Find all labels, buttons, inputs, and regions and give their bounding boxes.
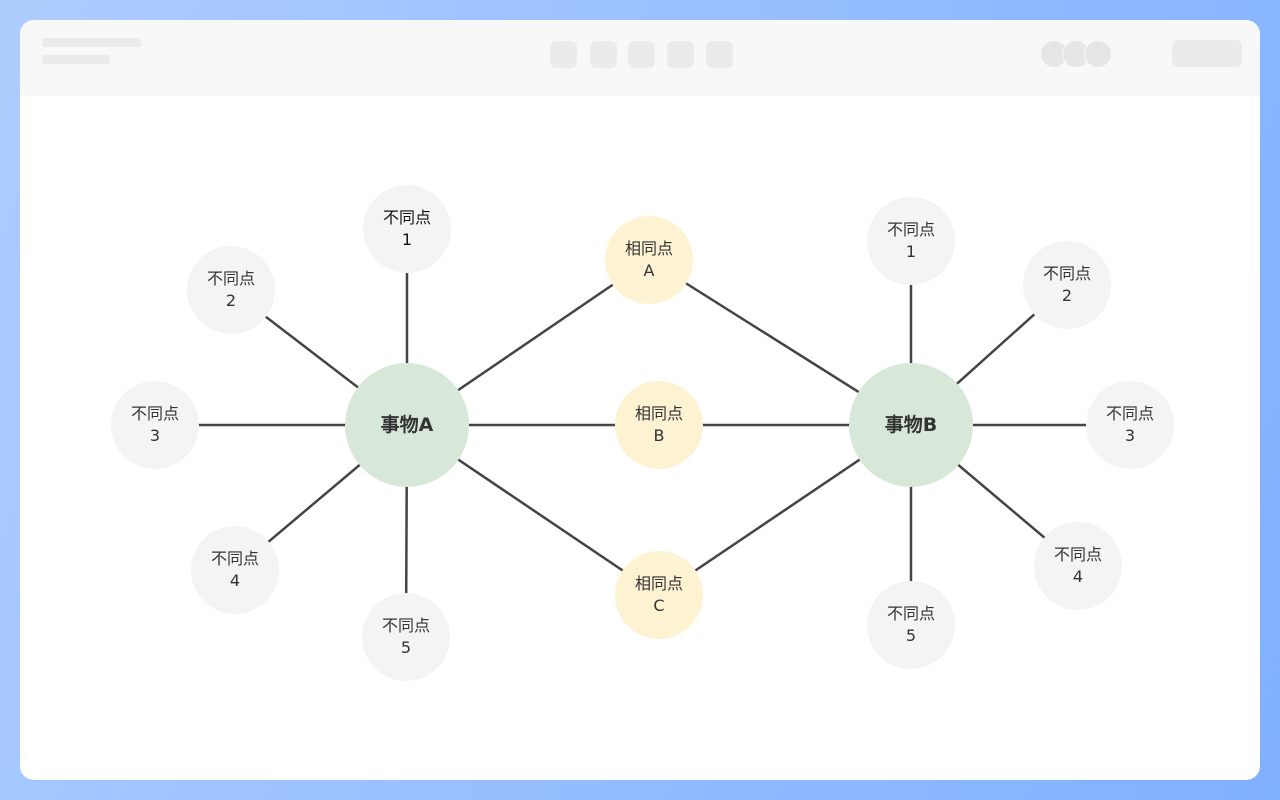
node-id: 2 [1061, 286, 1073, 305]
difference-a-node[interactable]: 不同点 3 [111, 381, 199, 469]
node-label: 不同点 [886, 604, 935, 623]
difference-a-node[interactable]: 不同点 1 [363, 185, 451, 273]
node-id: 4 [1072, 567, 1084, 586]
toolbar-button[interactable] [550, 41, 577, 68]
node-label: 不同点 [130, 404, 179, 423]
node-id: 3 [1124, 426, 1136, 445]
similarity-node[interactable]: 相同点 A [605, 216, 693, 304]
toolbar-button[interactable] [628, 41, 655, 68]
toolbar [20, 20, 1260, 96]
toolbar-button[interactable] [667, 41, 694, 68]
node-id: B [653, 426, 665, 445]
difference-a-node[interactable]: 不同点 5 [362, 593, 450, 681]
node-label: 不同点 [1053, 545, 1102, 564]
node-label: 不同点 [381, 616, 430, 635]
node-id: 2 [225, 291, 237, 310]
node-id: 3 [149, 426, 161, 445]
node-label: 事物B [884, 414, 938, 436]
difference-b-node[interactable]: 不同点 1 [867, 197, 955, 285]
node-label: 不同点 [206, 269, 255, 288]
similarity-node[interactable]: 相同点 B [615, 381, 703, 469]
node-label: 相同点 [634, 574, 683, 593]
difference-a-node[interactable]: 不同点 4 [191, 526, 279, 614]
node-id: C [653, 596, 665, 615]
title-placeholder [42, 38, 141, 47]
node-id: 1 [905, 242, 917, 261]
node-label: 不同点 [1105, 404, 1154, 423]
app-window [20, 20, 1260, 780]
share-button[interactable] [1172, 40, 1242, 67]
node-label: 不同点 [1042, 264, 1091, 283]
difference-b-node[interactable]: 不同点 3 [1086, 381, 1174, 469]
node-label: 相同点 [634, 404, 683, 423]
node-label: 事物A [380, 414, 434, 436]
node-id: 5 [905, 626, 917, 645]
avatar[interactable] [1084, 40, 1112, 68]
similarity-node[interactable]: 相同点 C [615, 551, 703, 639]
difference-b-node[interactable]: 不同点 5 [867, 581, 955, 669]
node-id: 4 [229, 571, 241, 590]
difference-a-node[interactable]: 不同点 2 [187, 246, 275, 334]
node-label: 不同点 [210, 549, 259, 568]
node-label: 相同点 [624, 239, 673, 258]
subject-a-node[interactable]: 事物A [345, 363, 469, 487]
node-id: 5 [400, 638, 412, 657]
node-id: A [643, 261, 655, 280]
toolbar-button[interactable] [706, 41, 733, 68]
difference-b-node[interactable]: 不同点 2 [1023, 241, 1111, 329]
node-label: 不同点 [382, 208, 431, 227]
node-id: 1 [401, 230, 413, 249]
node-label: 不同点 [886, 220, 935, 239]
subtitle-placeholder [42, 55, 110, 64]
difference-b-node[interactable]: 不同点 4 [1034, 522, 1122, 610]
toolbar-button[interactable] [590, 41, 617, 68]
subject-b-node[interactable]: 事物B [849, 363, 973, 487]
